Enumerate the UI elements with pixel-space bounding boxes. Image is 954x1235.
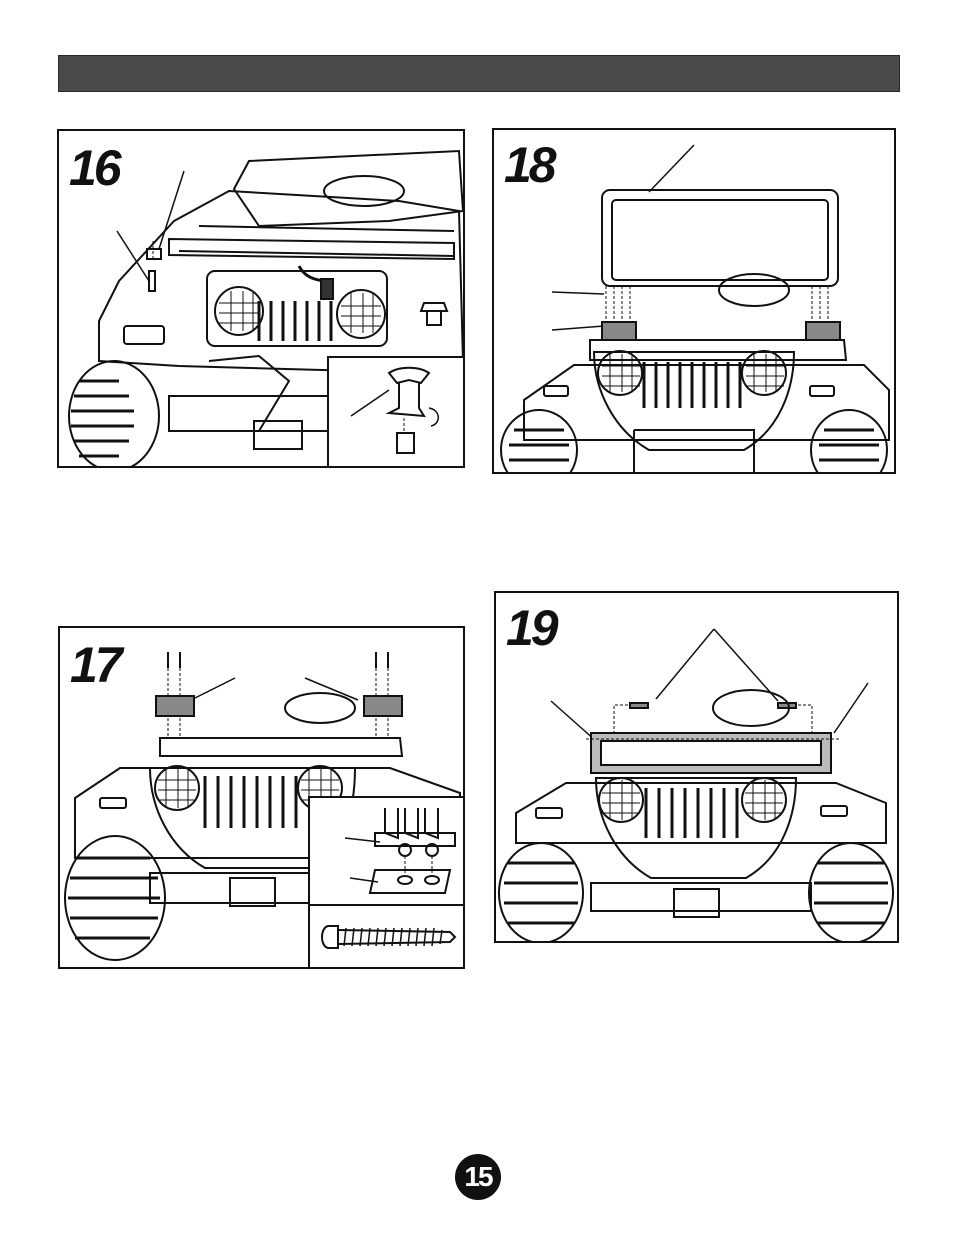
detail-inset-screw (308, 904, 465, 969)
step-16-panel: 16 (57, 129, 465, 468)
step-number-16: 16 (69, 143, 119, 193)
step-19-panel: 19 (494, 591, 899, 943)
step-number-18: 18 (504, 140, 554, 190)
header-bar (58, 55, 900, 92)
bracket-detail-drawing (310, 798, 464, 904)
clip-detail-drawing (329, 358, 463, 466)
detail-inset-clip (327, 356, 465, 468)
step-number-19: 19 (506, 603, 556, 653)
step-18-panel: 18 (492, 128, 896, 474)
step-17-panel: 17 (58, 626, 465, 969)
page-number-badge: 15 (455, 1154, 501, 1200)
jeep-folded-windshield-illustration (496, 593, 897, 941)
jeep-windshield-illustration (494, 130, 894, 472)
screw-icon (310, 906, 464, 968)
detail-inset-bracket (308, 796, 465, 906)
step-number-17: 17 (70, 640, 120, 690)
